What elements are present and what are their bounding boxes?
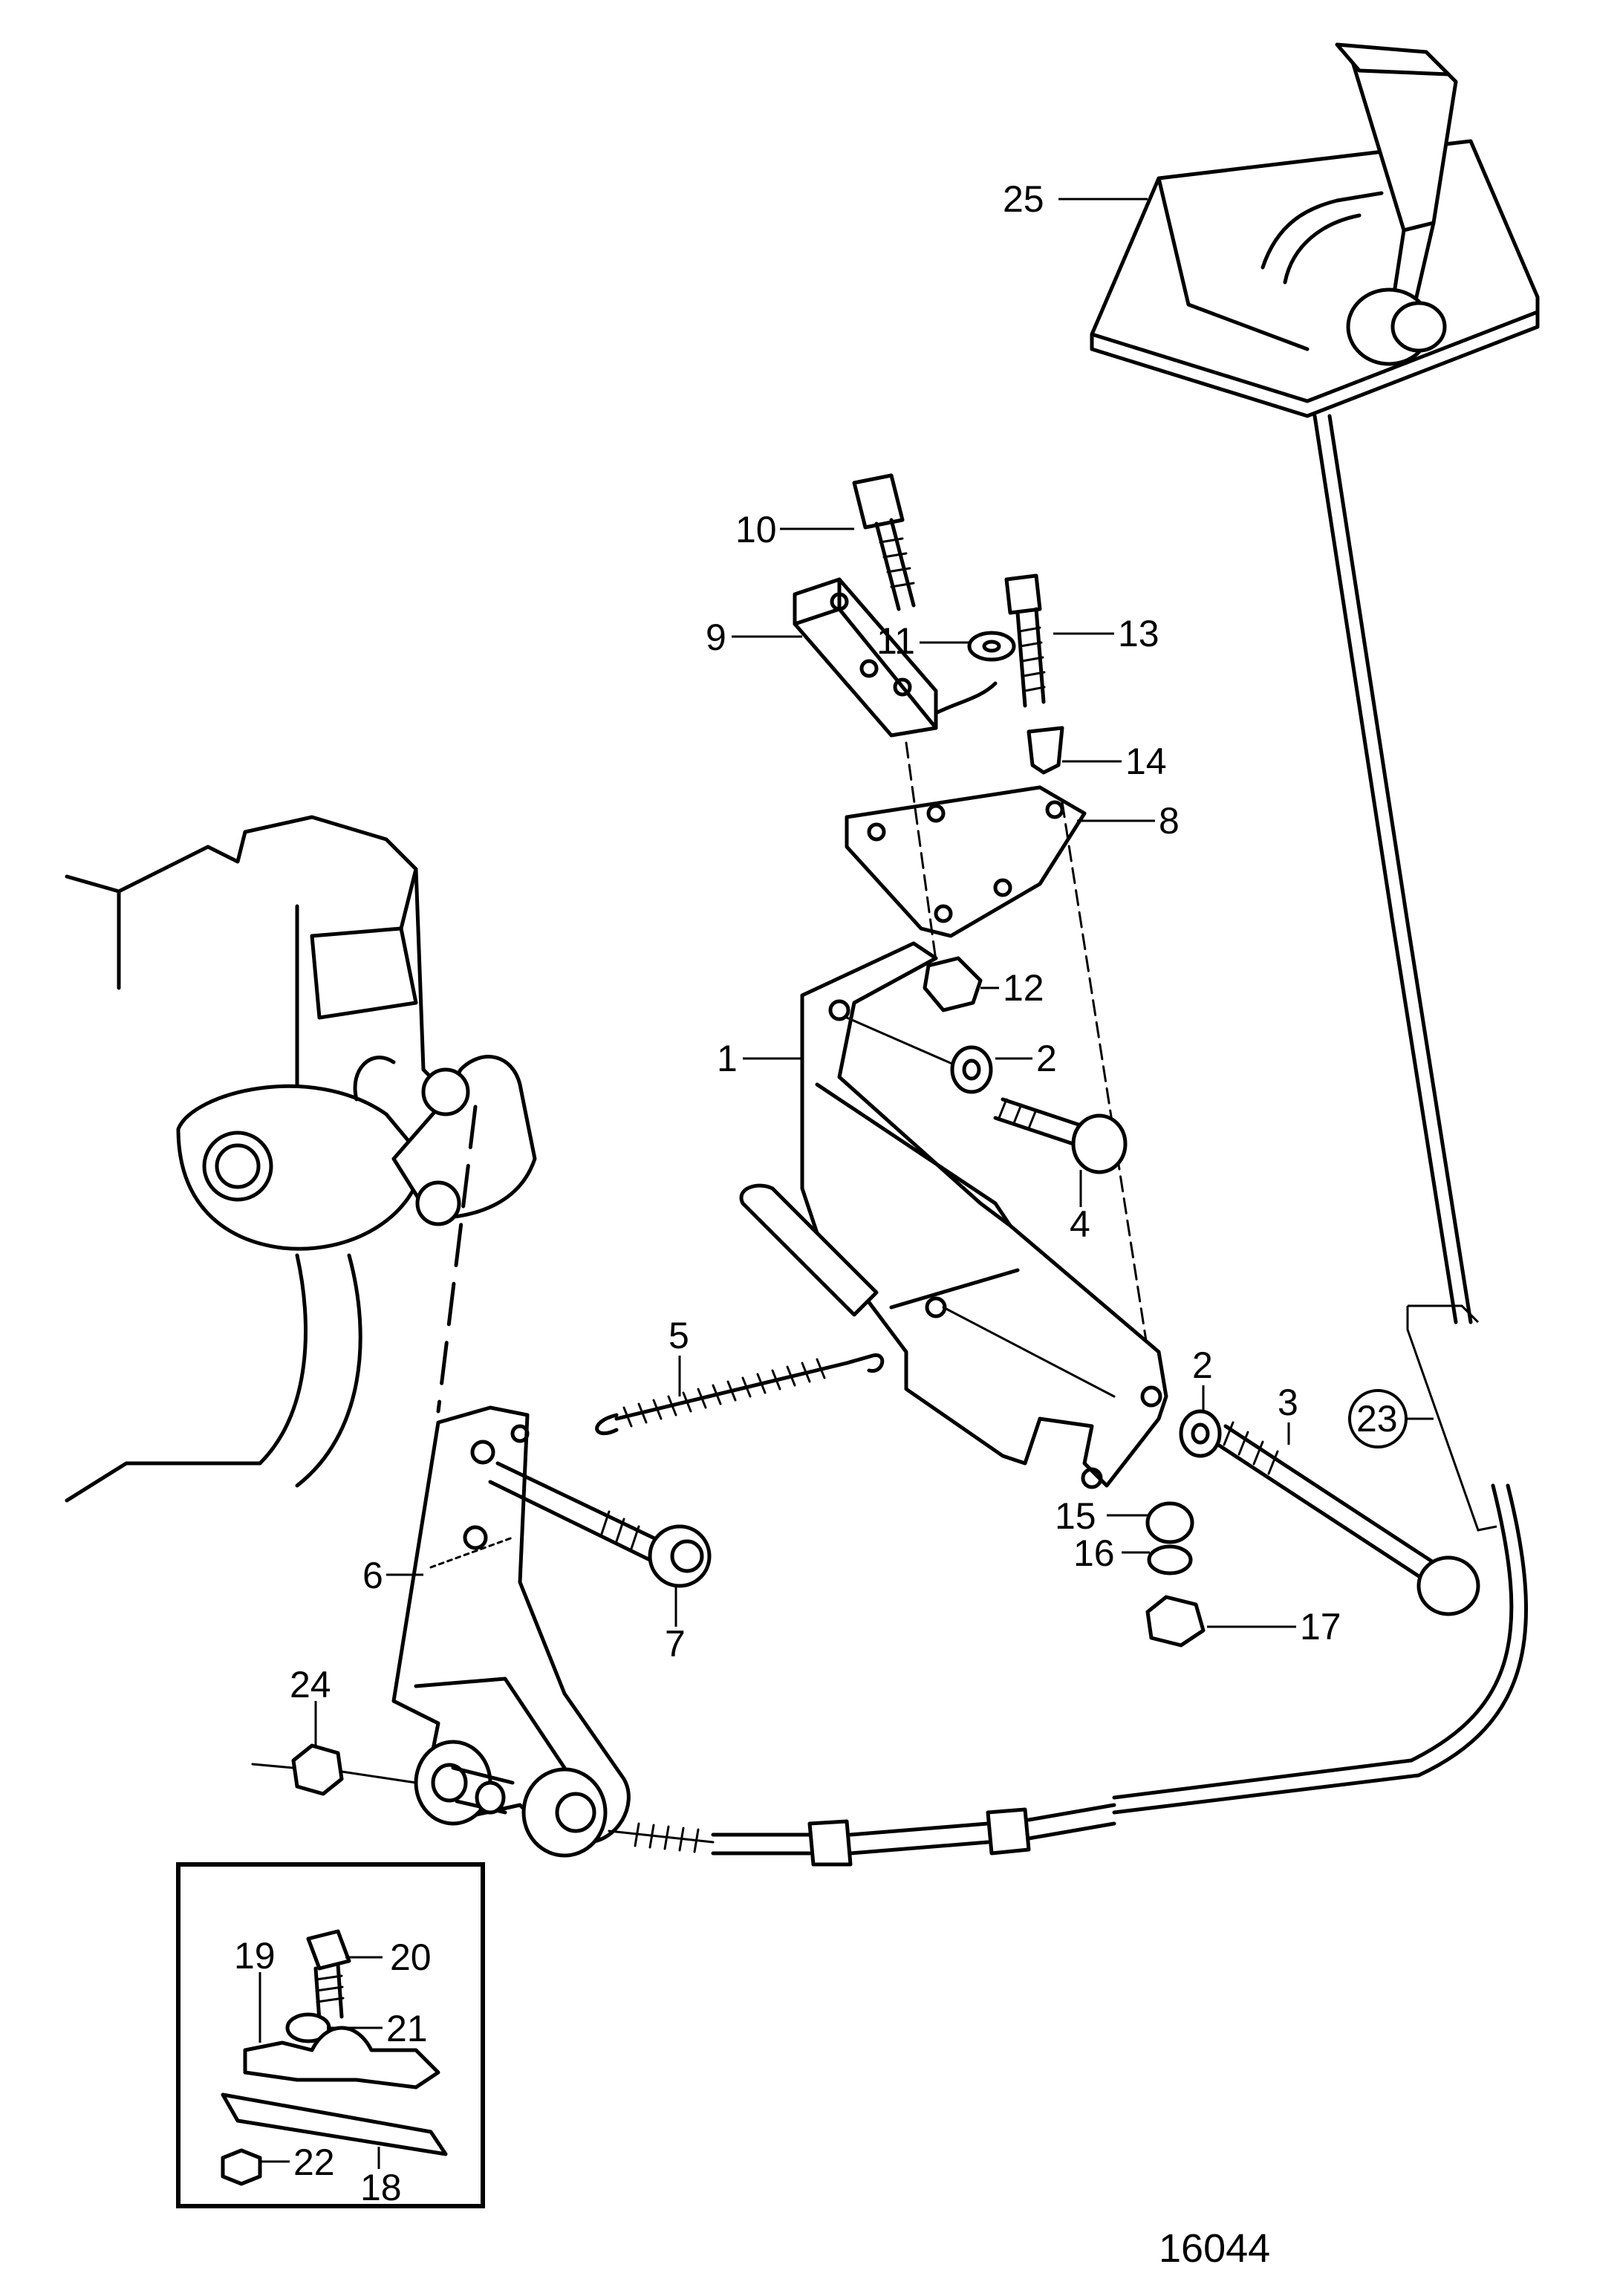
label-12: 12	[1003, 967, 1044, 1009]
label-18: 18	[360, 2167, 402, 2208]
label-17: 17	[1300, 1606, 1341, 1648]
lever-6	[391, 1405, 631, 1858]
bolt-7	[488, 1461, 712, 1588]
label-25: 25	[1003, 178, 1044, 220]
label-20: 20	[390, 1936, 432, 1978]
label-22: 22	[293, 2141, 335, 2183]
spacer-14	[1027, 726, 1064, 775]
label-15: 15	[1055, 1495, 1096, 1537]
control-box	[1090, 42, 1540, 418]
label-2b: 2	[1192, 1344, 1213, 1386]
label-4: 4	[1070, 1203, 1090, 1245]
bolt-3	[1216, 1421, 1480, 1616]
block-9	[793, 577, 938, 738]
label-5: 5	[669, 1315, 689, 1356]
label-14: 14	[1125, 741, 1167, 782]
washer-16	[1147, 1544, 1193, 1575]
label-8: 8	[1159, 800, 1180, 842]
label-7: 7	[665, 1623, 686, 1665]
inset-frame	[176, 1862, 485, 2208]
plate-8	[845, 785, 1087, 938]
bracket-23	[1406, 1304, 1497, 1532]
bolt-10	[852, 473, 916, 611]
bracket-1	[739, 941, 1168, 1489]
nut-12	[923, 956, 983, 1012]
inset-clamp-assembly	[221, 1929, 448, 2186]
spring-5	[595, 1353, 885, 1436]
label-10: 10	[735, 509, 777, 550]
washer-11	[967, 631, 1016, 662]
control-cable	[608, 1803, 1116, 1867]
bolt-13	[1004, 573, 1046, 708]
bolt-4	[993, 1097, 1128, 1174]
label-11: 11	[876, 620, 915, 662]
nut-17	[1145, 1595, 1206, 1648]
label-21: 21	[386, 2008, 428, 2049]
label-1: 1	[717, 1038, 738, 1079]
engine-outline	[65, 815, 537, 1503]
nut-24	[291, 1743, 344, 1796]
spacer-15	[1145, 1501, 1194, 1544]
washer-2a	[950, 1045, 993, 1094]
drawing-number: 16044	[1159, 2226, 1270, 2271]
label-13: 13	[1118, 613, 1159, 654]
label-24: 24	[290, 1664, 331, 1705]
label-16: 16	[1073, 1532, 1115, 1574]
label-3: 3	[1278, 1382, 1298, 1423]
label-6: 6	[362, 1555, 383, 1596]
label-23: 23	[1356, 1398, 1398, 1440]
label-9: 9	[706, 617, 726, 658]
washer-2b	[1179, 1409, 1222, 1458]
label-2a: 2	[1036, 1038, 1057, 1079]
label-19: 19	[234, 1935, 276, 1977]
